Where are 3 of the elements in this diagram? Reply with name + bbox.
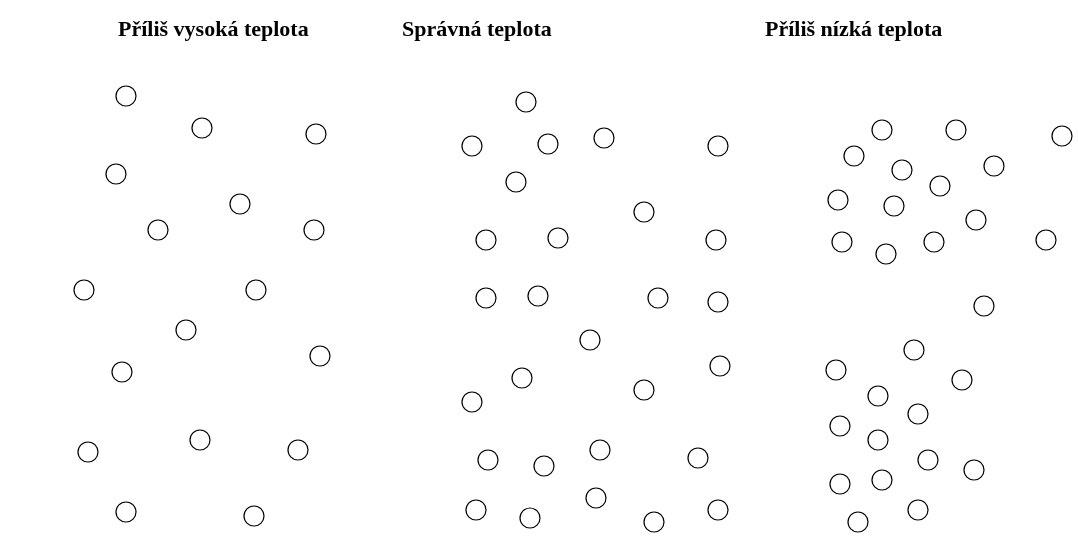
panel-heading: Příliš nízká teplota xyxy=(765,16,943,42)
panel-heading: Příliš vysoká teplota xyxy=(118,16,309,42)
panel-heading: Správná teplota xyxy=(402,16,552,42)
